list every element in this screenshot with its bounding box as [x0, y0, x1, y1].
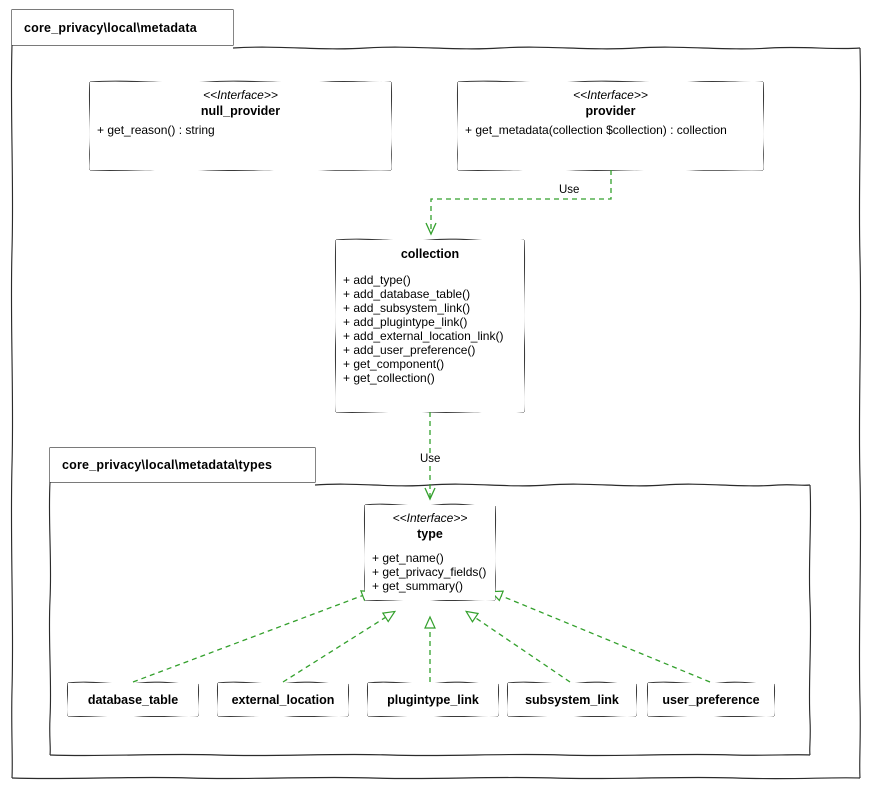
relation-external-location-realizes-type	[282, 610, 397, 683]
class-user-preference[interactable]: user_preference	[648, 683, 774, 716]
member-row: + add_subsystem_link()	[343, 301, 471, 315]
member-row: + add_database_table()	[343, 287, 471, 301]
class-type-stereotype: <<Interface>>	[392, 511, 468, 525]
relation-provider-uses-collection	[425, 170, 612, 236]
member-row: + add_plugintype_link()	[343, 315, 468, 329]
relation-database-table-realizes-type	[132, 590, 375, 683]
class-provider-members: + get_metadata(collection $collection) :…	[458, 118, 763, 143]
class-type[interactable]: <<Interface>> type + get_name() + get_pr…	[365, 505, 495, 600]
member-row: + get_privacy_fields()	[372, 565, 487, 579]
class-null-provider-name: null_provider	[200, 104, 281, 118]
relation-subsystem-link-realizes-type	[464, 610, 571, 683]
class-provider-name: provider	[585, 104, 636, 118]
class-collection-header: collection	[336, 240, 524, 268]
relation-user-preference-realizes-type	[489, 590, 711, 683]
member-row: + get_name()	[372, 551, 444, 565]
class-collection-name: collection	[400, 247, 460, 261]
class-type-header: <<Interface>> type	[365, 505, 495, 546]
class-null-provider-members: + get_reason() : string	[90, 118, 391, 143]
class-provider-header: <<Interface>> provider	[458, 82, 763, 118]
class-null-provider-stereotype: <<Interface>>	[203, 88, 278, 102]
inner-package-label: core_privacy\local\metadata\types	[50, 448, 315, 482]
member-row: + get_summary()	[372, 579, 464, 593]
member-row: + get_component()	[343, 357, 445, 371]
class-external-location[interactable]: external_location	[218, 683, 348, 716]
outer-package-label: core_privacy\local\metadata	[12, 10, 233, 45]
class-database-table[interactable]: database_table	[68, 683, 198, 716]
class-plugintype-link[interactable]: plugintype_link	[368, 683, 498, 716]
member-row: + add_external_location_link()	[343, 329, 504, 343]
member-row: + add_type()	[343, 273, 411, 287]
member-row: + get_reason() : string	[97, 123, 215, 137]
class-collection-members: + add_type() + add_database_table() + ad…	[336, 268, 524, 391]
edge-label-collection-uses-type: Use	[418, 453, 443, 465]
class-provider[interactable]: <<Interface>> provider + get_metadata(co…	[458, 82, 763, 170]
member-row: + add_user_preference()	[343, 343, 476, 357]
class-provider-stereotype: <<Interface>>	[573, 88, 648, 102]
class-type-members: + get_name() + get_privacy_fields() + ge…	[365, 546, 495, 599]
class-null-provider[interactable]: <<Interface>> null_provider + get_reason…	[90, 82, 391, 170]
class-type-name: type	[417, 527, 443, 541]
edge-label-provider-uses-collection: Use	[557, 184, 582, 196]
class-subsystem-link[interactable]: subsystem_link	[508, 683, 636, 716]
class-collection[interactable]: collection + add_type() + add_database_t…	[336, 240, 524, 412]
member-row: + get_metadata(collection $collection) :…	[465, 123, 727, 137]
member-row: + get_collection()	[343, 371, 435, 385]
class-null-provider-header: <<Interface>> null_provider	[90, 82, 391, 118]
